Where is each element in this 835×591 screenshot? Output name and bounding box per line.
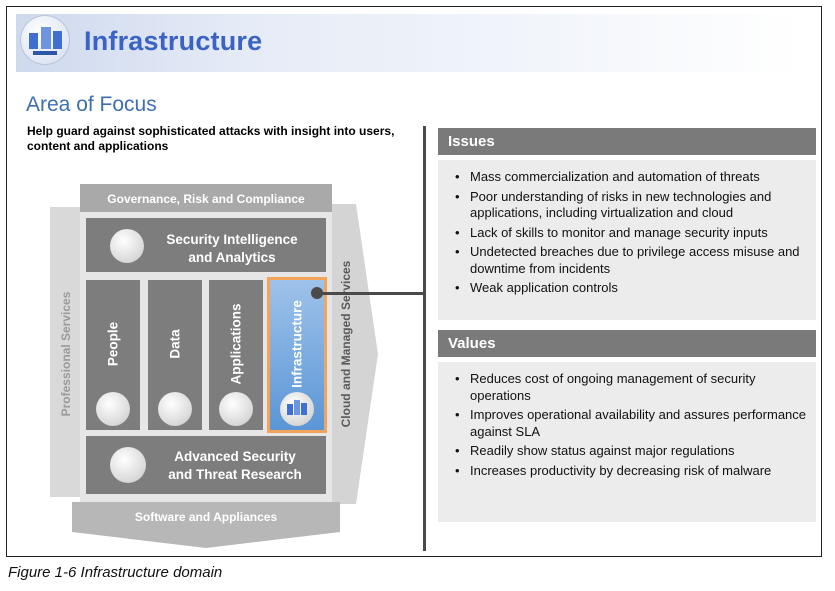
connector-dot — [311, 287, 323, 299]
software-band — [72, 502, 340, 548]
infrastructure-icon — [20, 15, 70, 65]
list-item: Improves operational availability and as… — [450, 407, 806, 440]
column-label: Infrastructure — [289, 300, 305, 388]
advanced-security-label: Advanced Security and Threat Research — [168, 449, 302, 482]
connector-line — [318, 292, 424, 295]
column-infrastructure: Infrastructure — [270, 280, 324, 430]
professional-services-label: Professional Services — [59, 291, 73, 417]
column-label: People — [105, 321, 121, 367]
column-data: Data — [148, 280, 202, 430]
software-label: Software and Appliances — [134, 510, 278, 524]
issues-list: Mass commercialization and automation of… — [450, 169, 806, 297]
values-header: Values — [438, 330, 816, 357]
column-label: Applications — [228, 303, 244, 385]
list-item: Readily show status against major regula… — [450, 443, 806, 460]
title-banner — [16, 14, 806, 72]
list-item: Increases productivity by decreasing ris… — [450, 463, 806, 480]
people-icon — [96, 392, 130, 426]
column-label: Data — [167, 329, 183, 359]
values-box: Reduces cost of ongoing management of se… — [438, 362, 816, 522]
infrastructure-icon — [280, 392, 314, 426]
section-heading: Area of Focus — [26, 93, 157, 116]
lock-icon — [158, 392, 192, 426]
list-item: Reduces cost of ongoing management of se… — [450, 371, 806, 404]
page-title: Infrastructure — [84, 26, 263, 56]
cloud-services-band — [332, 204, 378, 504]
list-item: Mass commercialization and automation of… — [450, 169, 806, 186]
list-item: Lack of skills to monitor and manage sec… — [450, 225, 806, 242]
values-list: Reduces cost of ongoing management of se… — [450, 371, 806, 479]
issues-header: Issues — [438, 128, 816, 155]
professional-services-band — [50, 207, 80, 497]
list-item: Weak application controls — [450, 280, 806, 297]
governance-band — [80, 184, 332, 216]
shield-icon — [110, 447, 146, 483]
column-people: People — [86, 280, 140, 430]
gear-icon — [219, 392, 253, 426]
list-item: Undetected breaches due to privilege acc… — [450, 244, 806, 277]
issues-box: Mass commercialization and automation of… — [438, 160, 816, 320]
governance-label: Governance, Risk and Compliance — [107, 192, 305, 206]
cloud-services-label: Cloud and Managed Services — [339, 260, 353, 428]
column-applications: Applications — [209, 280, 263, 430]
vertical-divider — [423, 126, 426, 551]
security-framework-diagram: Governance, Risk and Compliance Software… — [50, 174, 380, 548]
tagline: Help guard against sophisticated attacks… — [27, 124, 395, 153]
list-item: Poor understanding of risks in new techn… — [450, 189, 806, 222]
security-intelligence-label: Security Intelligence and Analytics — [166, 232, 298, 265]
analytics-icon — [110, 229, 144, 263]
figure-caption: Figure 1-6 Infrastructure domain — [8, 564, 223, 581]
